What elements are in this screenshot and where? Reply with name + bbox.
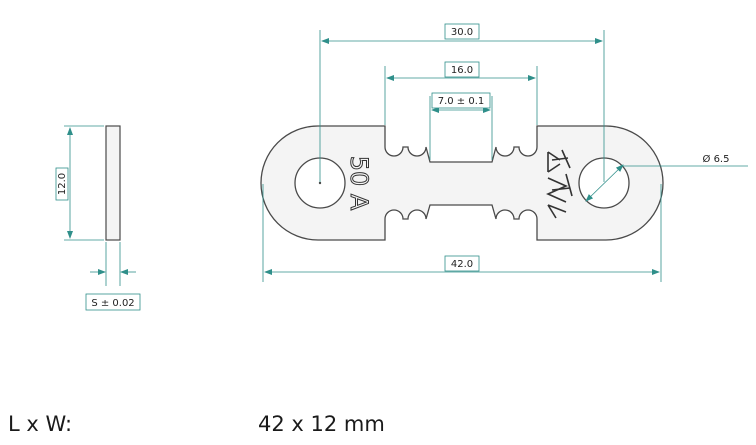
fuse-strip-outline bbox=[260, 125, 664, 241]
side-view: 12.0 S ± 0.02 bbox=[55, 125, 141, 311]
logo-engraving bbox=[546, 149, 573, 219]
top-view: 50 A 30.0 16.0 7.0 ± 0.1 bbox=[260, 23, 748, 282]
side-height-label: 12.0 bbox=[57, 173, 68, 195]
hole-diameter-line bbox=[585, 164, 624, 202]
spec-value: 42 x 12 mm bbox=[258, 412, 385, 436]
technical-drawing: 12.0 S ± 0.02 50 A 30.0 bbox=[55, 23, 748, 311]
side-view-plate bbox=[105, 125, 121, 241]
overall-width-label: 30.0 bbox=[451, 27, 473, 38]
length-dim-label: 42.0 bbox=[451, 259, 473, 270]
neck-dim-label: 7.0 ± 0.1 bbox=[438, 96, 485, 107]
hole-diameter-label: Ø 6.5 bbox=[703, 153, 730, 165]
engraving-rating: 50 A bbox=[345, 156, 373, 211]
spec-label: L x W: bbox=[8, 412, 73, 436]
middle-dim-label: 16.0 bbox=[451, 65, 473, 76]
side-thickness-label: S ± 0.02 bbox=[91, 298, 134, 309]
spec-row: L x W: 42 x 12 mm bbox=[0, 412, 756, 442]
